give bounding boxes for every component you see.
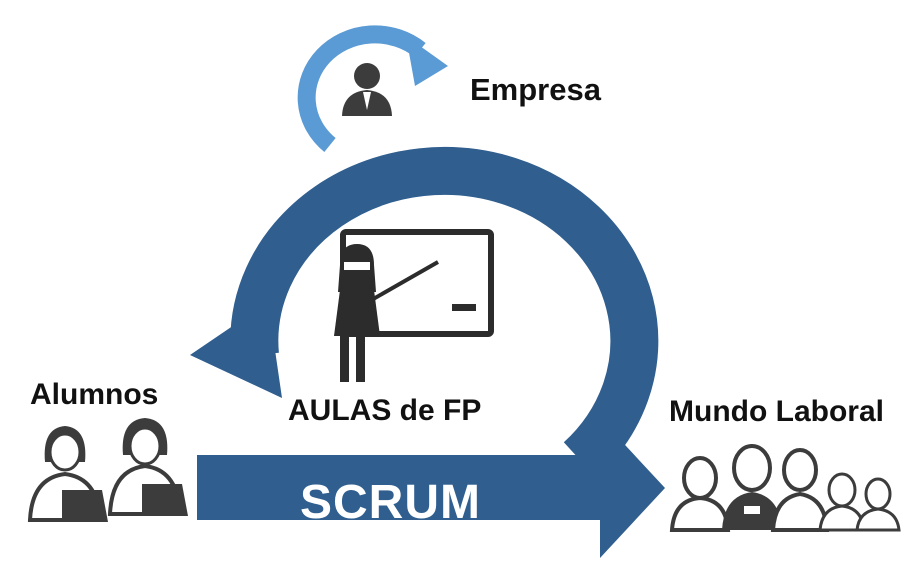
scrum-loop-arrow [190, 146, 659, 478]
company-cycle-arrow [297, 25, 448, 152]
worker-1 [669, 456, 731, 532]
scrum-main-arrow [197, 418, 665, 558]
work-world-label: Mundo Laboral [669, 395, 884, 428]
students-label: Alumnos [30, 378, 159, 411]
workers-group-icon [669, 444, 901, 532]
company-label: Empresa [470, 72, 601, 107]
businessman-icon [342, 63, 392, 116]
worker-5 [855, 477, 901, 532]
worker-4 [818, 472, 866, 532]
student-1 [27, 426, 108, 522]
worker-2 [722, 444, 782, 530]
classroom-label: AULAS de FP [288, 394, 482, 427]
student-2 [107, 418, 188, 516]
method-label: SCRUM [300, 476, 481, 529]
worker-3 [770, 448, 830, 532]
teacher-whiteboard-icon [334, 229, 494, 382]
students-laptop-icon [27, 418, 188, 522]
